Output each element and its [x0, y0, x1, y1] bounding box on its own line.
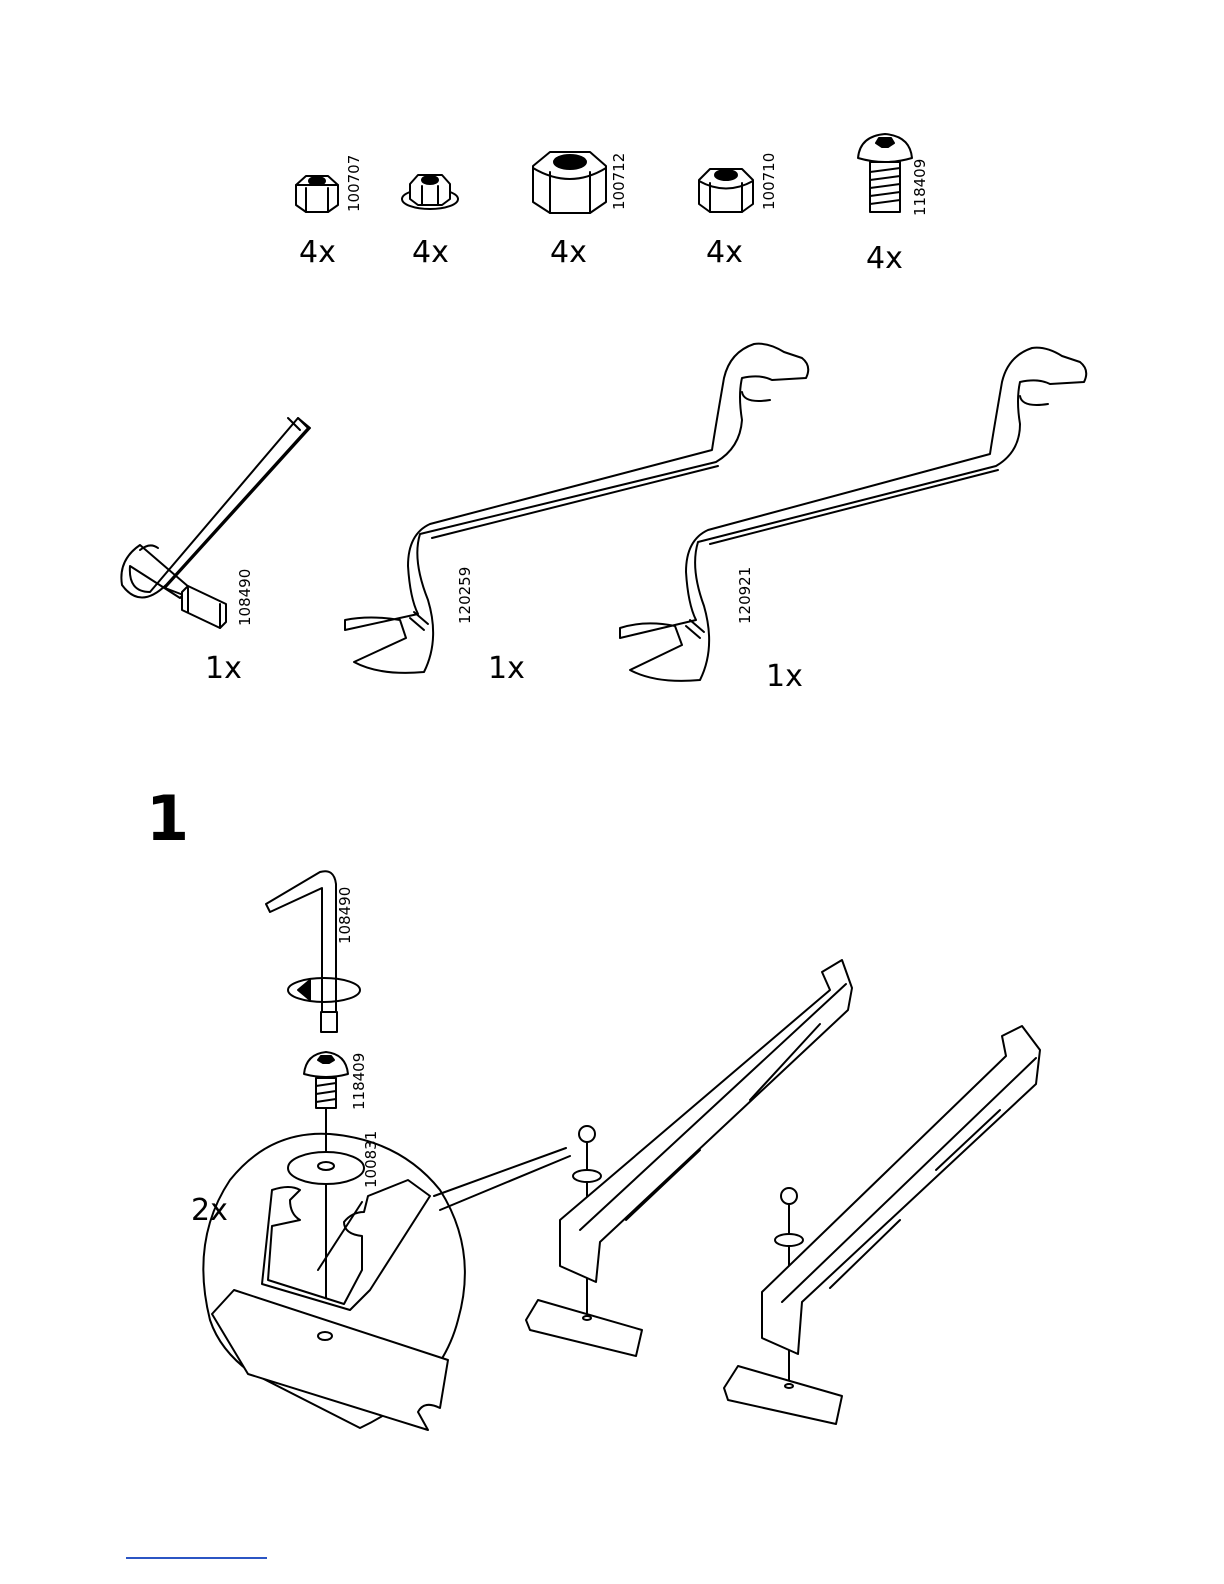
allen-key-icon: [121, 418, 310, 628]
button-head-bolt-icon: [304, 1052, 348, 1108]
part-code-100712: 100712: [612, 153, 627, 210]
part-code-120921: 120921: [738, 567, 753, 624]
offset-wrench-icon: [620, 348, 1086, 681]
part-code-100831: 100831: [364, 1131, 379, 1188]
part-code-120259: 120259: [458, 567, 473, 624]
quantity-label: 4x: [412, 238, 449, 268]
button-head-bolt-icon: [858, 134, 912, 212]
quantity-label: 1x: [766, 662, 803, 692]
quantity-label: 4x: [866, 244, 903, 274]
quantity-label: 1x: [488, 654, 525, 684]
small-hex-nut-icon: [296, 176, 338, 212]
rail-detail: [212, 1290, 448, 1430]
step-number: 1: [146, 788, 189, 850]
part-code-118409: 118409: [913, 159, 928, 216]
footer-rule: [126, 1557, 267, 1559]
large-hex-nut-icon: [533, 152, 606, 213]
rail-assembly-right: [724, 1026, 1040, 1424]
part-code-118409: 118409: [352, 1053, 367, 1110]
quantity-label: 4x: [550, 238, 587, 268]
hex-nut-icon: [699, 169, 753, 212]
quantity-label: 1x: [205, 654, 242, 684]
part-code-108490: 108490: [338, 887, 353, 944]
quantity-label: 4x: [706, 238, 743, 268]
quantity-label: 4x: [299, 238, 336, 268]
bracket-detail: [262, 1180, 430, 1310]
part-code-100710: 100710: [762, 153, 777, 210]
part-code-108490: 108490: [238, 569, 253, 626]
detail-quantity-label: 2x: [191, 1196, 228, 1226]
part-code-100707: 100707: [347, 155, 362, 212]
flange-nut-icon: [402, 175, 458, 209]
washer-icon: [288, 1152, 364, 1184]
